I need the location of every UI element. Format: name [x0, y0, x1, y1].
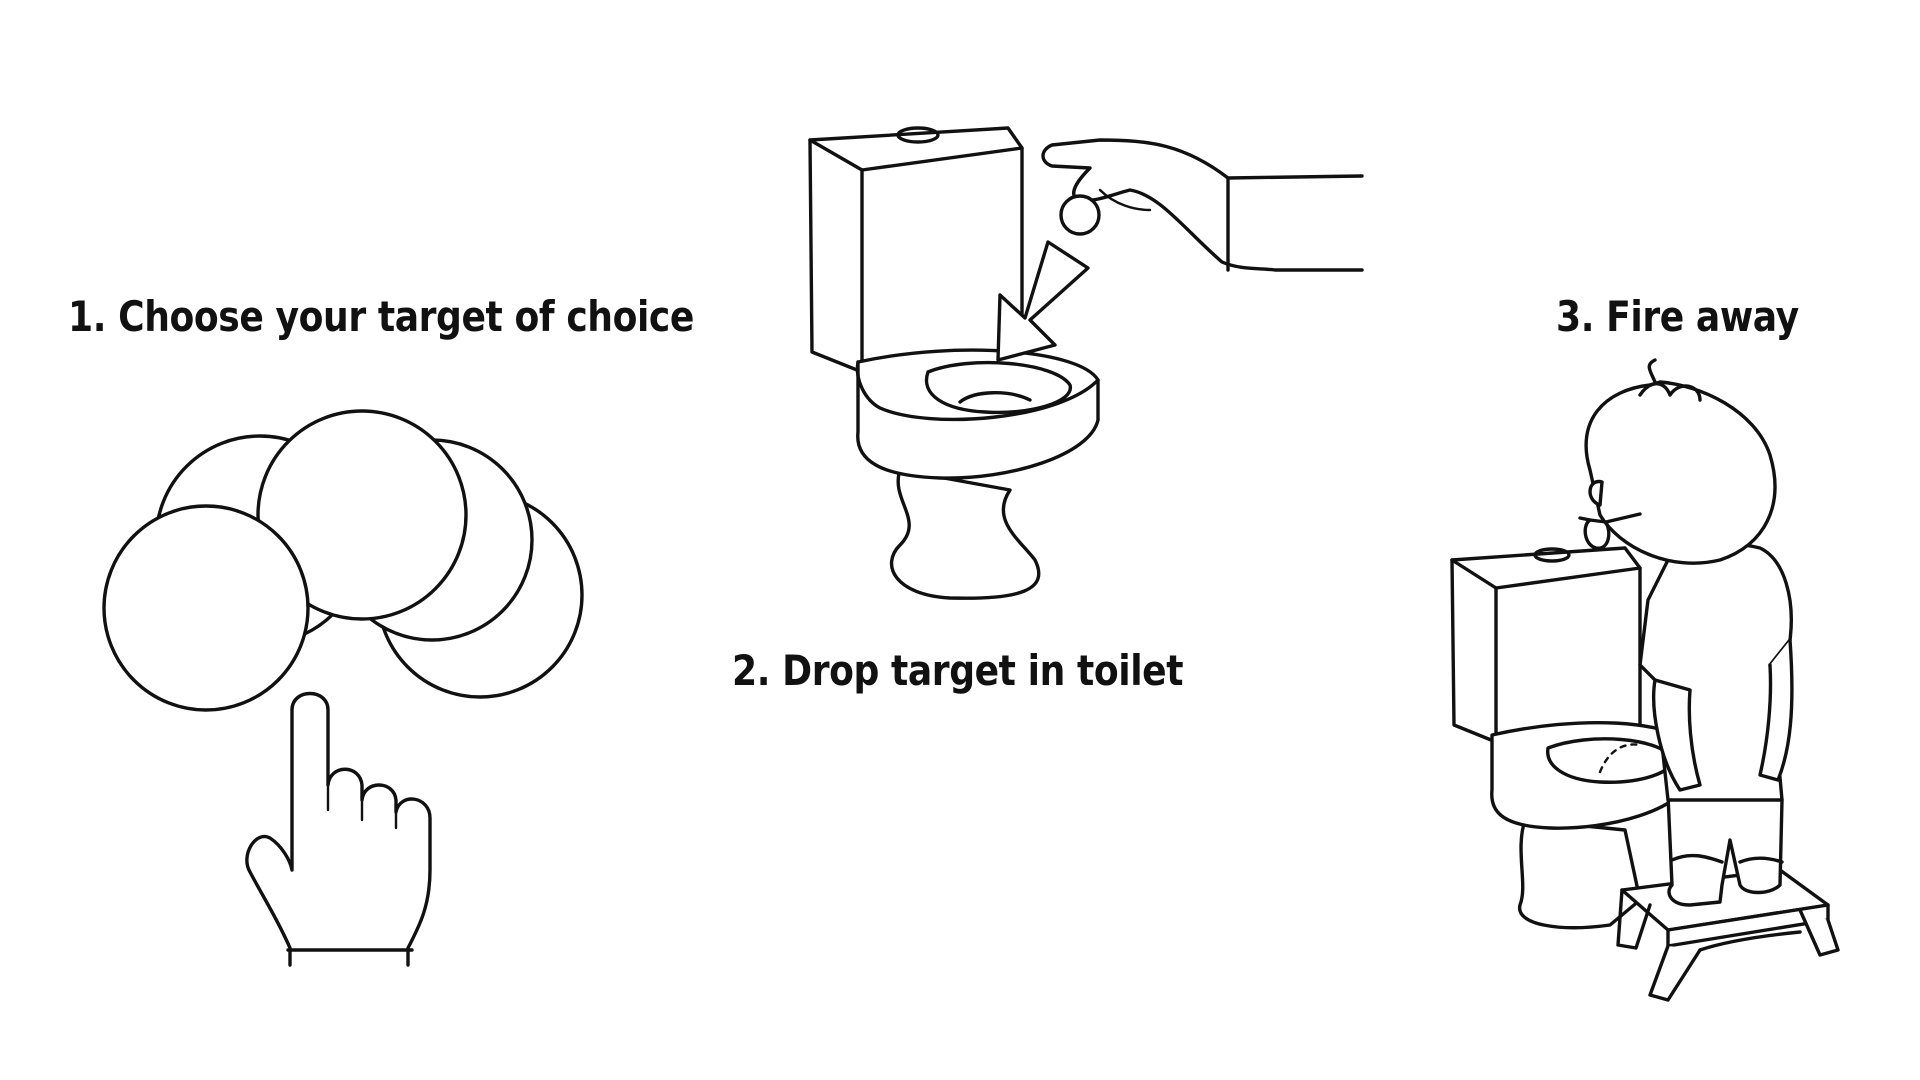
target-disc-3 — [256, 409, 468, 621]
pointing-hand-icon — [245, 692, 432, 967]
step-3-illustration — [1450, 358, 1840, 1002]
drop-arrow-icon — [996, 240, 1090, 362]
step-1-caption: 1. Choose your target of choice — [68, 292, 694, 341]
step-1-illustration — [102, 409, 584, 967]
child-figure — [1578, 358, 1794, 907]
step-2-caption: 2. Drop target in toilet — [732, 646, 1184, 695]
target-disc-dropped — [1059, 194, 1101, 236]
step-3-caption: 3. Fire away — [1556, 292, 1799, 341]
target-disc-1 — [102, 504, 310, 712]
toilet-icon — [808, 126, 1100, 600]
step-2-illustration — [808, 126, 1364, 600]
step-stool-icon — [1616, 868, 1840, 1002]
target-discs — [102, 409, 584, 712]
dropping-hand-icon — [1041, 138, 1364, 272]
toilet-icon-2 — [1450, 546, 1692, 930]
